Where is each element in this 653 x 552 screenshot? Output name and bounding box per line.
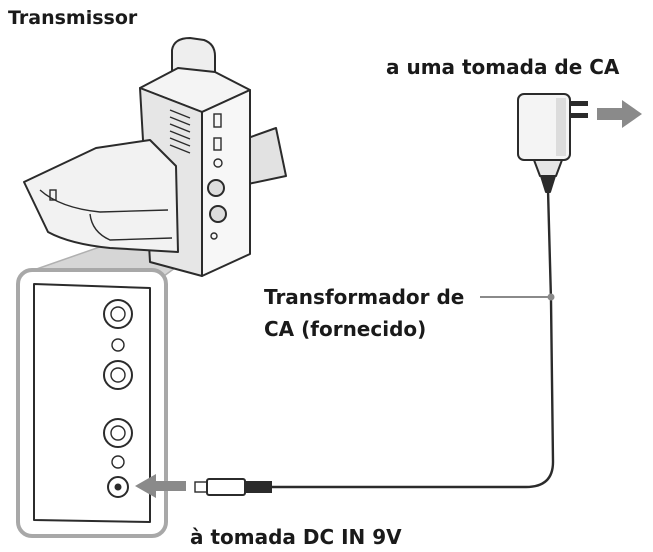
adapter-face bbox=[556, 98, 566, 156]
adapter-strain-relief bbox=[540, 175, 556, 193]
ac-adapter bbox=[517, 93, 588, 193]
audio-jack-3-inner bbox=[110, 425, 126, 441]
cradle-inner-curve bbox=[39, 189, 169, 213]
audio-jack-2 bbox=[103, 360, 133, 390]
led-2 bbox=[111, 455, 125, 469]
prong-bottom bbox=[568, 113, 588, 118]
audio-jack-1-inner bbox=[110, 306, 126, 322]
zoom-panel bbox=[16, 268, 168, 538]
audio-jack-2-inner bbox=[110, 367, 126, 383]
ac-outlet-label: a uma tomada de CA bbox=[386, 55, 620, 79]
dc-in-jack-pin bbox=[114, 483, 122, 491]
small-button bbox=[213, 158, 223, 168]
dc-in-label: à tomada DC IN 9V bbox=[190, 525, 402, 549]
knob-lower bbox=[209, 205, 227, 223]
knob-upper bbox=[207, 179, 225, 197]
adapter-neck bbox=[533, 159, 563, 177]
adapter-cord bbox=[272, 189, 555, 489]
device-side-fin bbox=[247, 127, 287, 185]
audio-jack-1 bbox=[103, 299, 133, 329]
prong-top bbox=[568, 101, 588, 106]
panel-outline bbox=[33, 283, 151, 523]
device-cradle bbox=[23, 139, 179, 253]
adapter-label-line1: Transformador de bbox=[264, 285, 464, 309]
cradle-lip bbox=[89, 213, 173, 241]
adapter-label-line2: CA (fornecido) bbox=[264, 317, 426, 341]
plug-strain-relief bbox=[245, 481, 272, 493]
vent-slots bbox=[169, 109, 191, 154]
indicator-slot-mid bbox=[213, 137, 222, 151]
cradle-mark bbox=[49, 189, 57, 201]
small-jack bbox=[210, 232, 218, 240]
arrow-left-icon bbox=[135, 474, 186, 498]
plug-body bbox=[206, 478, 246, 496]
indicator-slot-top bbox=[213, 113, 222, 128]
transmitter-label: Transmissor bbox=[8, 7, 138, 29]
transmitter-device bbox=[23, 37, 287, 277]
led-1 bbox=[111, 338, 125, 352]
audio-jack-3 bbox=[103, 418, 133, 448]
arrow-right-icon bbox=[597, 100, 642, 128]
device-front-face bbox=[201, 89, 251, 277]
dc-plug bbox=[194, 478, 272, 496]
